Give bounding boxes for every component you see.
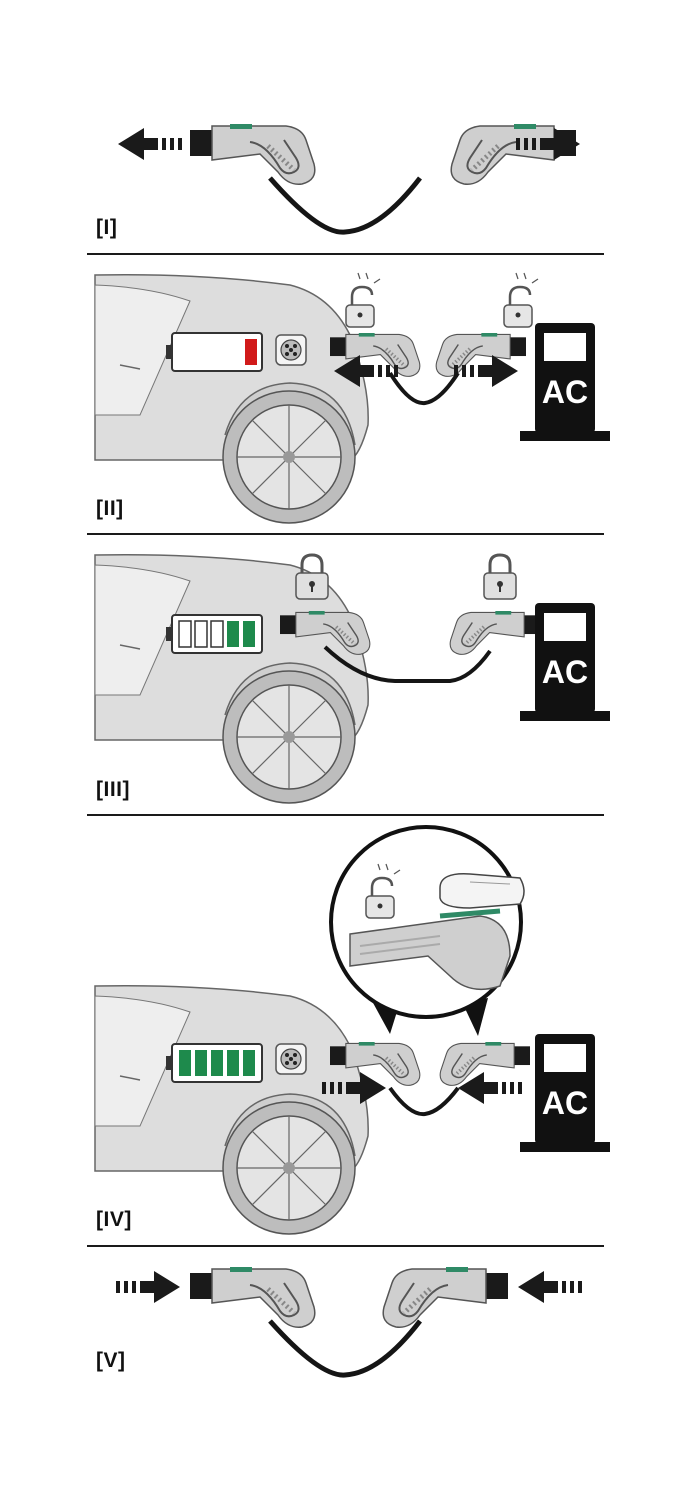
step-3-illustration: AC: [94, 553, 610, 804]
divider: [87, 533, 604, 535]
step-5-panel: [V]: [0, 1247, 691, 1407]
connector-right: [383, 1267, 508, 1327]
step-label: [IV]: [96, 1208, 132, 1231]
battery-icon: [166, 614, 263, 654]
battery-icon: [166, 332, 263, 372]
step-1-illustration: [118, 0, 580, 235]
step-label: [II]: [96, 497, 124, 520]
charging-socket-icon: [275, 1043, 307, 1075]
battery-icon: [166, 1043, 263, 1083]
divider: [87, 253, 604, 255]
charging-socket-icon: [275, 334, 307, 366]
arrow-left-icon: [458, 1072, 522, 1104]
step-2-panel: AC [II]: [0, 255, 691, 535]
connector-station: [448, 609, 542, 657]
arrow-left-icon: [118, 128, 182, 160]
padlock-open-icon: [502, 271, 540, 329]
step-label: [III]: [96, 778, 130, 801]
padlock-open-icon: [344, 271, 382, 329]
connector-left: [190, 1267, 315, 1327]
arrow-left-icon: [518, 1271, 582, 1303]
step-5-illustration: [116, 1247, 582, 1378]
station-label: AC: [542, 374, 588, 410]
connector-station: [438, 1040, 532, 1088]
step-label: [V]: [96, 1349, 126, 1372]
arrow-right-icon: [116, 1271, 180, 1303]
finger-press-icon: [439, 873, 525, 909]
step-3-panel: AC [III]: [0, 535, 691, 815]
step-label: [I]: [96, 216, 118, 239]
step-4-illustration: AC: [94, 825, 610, 1235]
detail-magnifier: [329, 825, 525, 1036]
padlock-closed-icon: [482, 553, 518, 601]
car: [94, 984, 369, 1235]
divider: [87, 1245, 604, 1247]
station-label: AC: [542, 654, 588, 690]
car: [94, 273, 369, 524]
step-1-panel: [I]: [0, 0, 691, 255]
divider: [87, 814, 604, 816]
station-label: AC: [542, 1085, 588, 1121]
connector-left: [190, 124, 315, 184]
step-2-illustration: AC: [94, 271, 610, 524]
padlock-closed-icon: [294, 553, 330, 601]
step-4-panel: AC [IV]: [0, 816, 691, 1246]
